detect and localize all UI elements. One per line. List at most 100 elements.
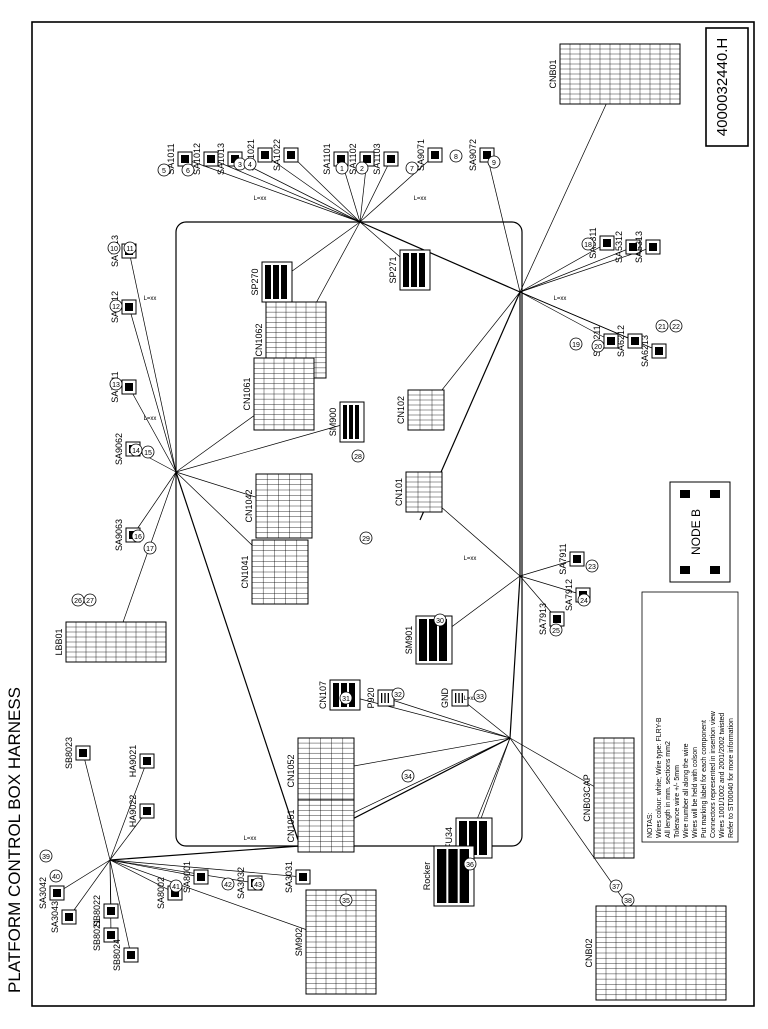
component-label: CN1062 bbox=[254, 323, 264, 356]
svg-text:42: 42 bbox=[224, 882, 232, 889]
wire bbox=[325, 737, 511, 827]
svg-text:9: 9 bbox=[492, 160, 496, 167]
wire bbox=[128, 386, 177, 473]
drawing-number-box: 4000032440.H bbox=[705, 27, 749, 147]
callout-number: 26 bbox=[71, 593, 85, 607]
callout-number: 23 bbox=[585, 559, 599, 573]
component-label: SB8022 bbox=[92, 895, 102, 927]
component-sa9071: SA9071 bbox=[416, 139, 443, 171]
notes-line: Refer to ST00040 for more information bbox=[728, 718, 735, 838]
callout-number: 31 bbox=[339, 691, 353, 705]
component-label: SA5312 bbox=[614, 231, 624, 263]
component-sb8021: SB8021 bbox=[92, 919, 119, 951]
drawing-number: 4000032440.H bbox=[714, 38, 731, 136]
wire bbox=[234, 158, 361, 223]
component-label: SA1021 bbox=[246, 139, 256, 171]
callout-number: 16 bbox=[131, 529, 145, 543]
component-label: CN107 bbox=[318, 681, 328, 709]
callout-number: 10 bbox=[107, 241, 121, 255]
wire bbox=[210, 158, 361, 223]
component-sm900: SM900 bbox=[328, 401, 365, 443]
component-cn107: CN107 bbox=[318, 679, 361, 711]
svg-text:16: 16 bbox=[134, 534, 142, 541]
component-label: SA3031 bbox=[284, 861, 294, 893]
callout-number: 1 bbox=[335, 161, 349, 175]
component-label: SA1103 bbox=[372, 143, 382, 174]
notes-line: NOTAS: bbox=[647, 812, 654, 838]
node-b-label: NODE B bbox=[689, 509, 703, 555]
component-label: SB8024 bbox=[112, 939, 122, 971]
callout-number: 4 bbox=[243, 157, 257, 171]
callout-number: 25 bbox=[549, 623, 563, 637]
callout-number: 22 bbox=[669, 319, 683, 333]
component-label: SA1011 bbox=[166, 143, 176, 174]
node-b-box: NODE B bbox=[669, 481, 731, 583]
component-sp271: SP271 bbox=[388, 249, 431, 291]
component-label: SA7911 bbox=[558, 543, 568, 574]
wire bbox=[109, 810, 148, 861]
svg-text:27: 27 bbox=[86, 598, 94, 605]
wire bbox=[519, 575, 584, 596]
component-label: CN1051 bbox=[286, 809, 296, 842]
svg-text:41: 41 bbox=[172, 884, 180, 891]
svg-text:38: 38 bbox=[624, 898, 632, 905]
svg-text:26: 26 bbox=[74, 598, 82, 605]
svg-text:11: 11 bbox=[126, 246, 133, 253]
component-label: CN1042 bbox=[244, 489, 254, 522]
component-label: SA3043 bbox=[50, 901, 60, 933]
component-label: SB8023 bbox=[64, 737, 74, 769]
component-label: CN1052 bbox=[286, 754, 296, 787]
svg-text:34: 34 bbox=[404, 774, 412, 781]
wire bbox=[385, 697, 511, 739]
svg-text:3: 3 bbox=[238, 162, 242, 169]
notes-line: All length in mm. sections mm2 bbox=[665, 741, 672, 838]
callout-number: 17 bbox=[143, 541, 157, 555]
svg-text:20: 20 bbox=[594, 344, 602, 351]
component-sa3043: SA3043 bbox=[50, 901, 77, 933]
callout-number: 35 bbox=[339, 893, 353, 907]
callout-number: 36 bbox=[463, 857, 477, 871]
wire bbox=[184, 158, 361, 223]
component-label: SA8001 bbox=[182, 861, 192, 893]
callout-number: 20 bbox=[591, 339, 605, 353]
wire-length-tag: L=xx bbox=[464, 556, 477, 562]
component-label: SA9063 bbox=[114, 519, 124, 551]
component-label: HA9021 bbox=[128, 745, 138, 778]
wires-layer bbox=[56, 73, 662, 956]
component-p920: P920 bbox=[366, 687, 395, 709]
svg-text:2: 2 bbox=[360, 166, 364, 173]
wire bbox=[519, 73, 621, 293]
wire bbox=[175, 421, 353, 473]
callout-number: 9 bbox=[487, 155, 501, 169]
callout-number: 39 bbox=[39, 849, 53, 863]
component-label: CN101 bbox=[394, 478, 404, 506]
wire bbox=[519, 291, 612, 342]
wire bbox=[56, 859, 111, 894]
wire bbox=[128, 250, 177, 473]
component-cn101: CN101 bbox=[394, 471, 443, 513]
wire-length-tag: L=xx bbox=[244, 836, 257, 842]
svg-text:19: 19 bbox=[572, 342, 580, 349]
component-sa7911: SA7911 bbox=[558, 543, 585, 575]
callout-number: 2 bbox=[355, 161, 369, 175]
wire-length-tag: L=xx bbox=[254, 196, 267, 202]
wire bbox=[325, 737, 511, 772]
component-ha9021: HA9021 bbox=[128, 745, 155, 778]
component-label: CNB02 bbox=[584, 938, 594, 967]
callout-number: 18 bbox=[581, 237, 595, 251]
svg-text:8: 8 bbox=[454, 154, 458, 161]
component-sa6212: SA6212 bbox=[616, 325, 643, 357]
trunk-wire bbox=[175, 471, 301, 847]
component-label: SM902 bbox=[294, 928, 304, 957]
component-sa5313: SA5313 bbox=[634, 231, 661, 263]
callout-number: 30 bbox=[433, 613, 447, 627]
component-label: SA9072 bbox=[468, 139, 478, 171]
callout-number: 24 bbox=[577, 593, 591, 607]
component-sa1021: SA1021 bbox=[246, 139, 273, 171]
svg-text:31: 31 bbox=[342, 696, 350, 703]
callout-number: 6 bbox=[181, 163, 195, 177]
component-sa3031: SA3031 bbox=[284, 861, 311, 893]
wire bbox=[519, 246, 634, 293]
